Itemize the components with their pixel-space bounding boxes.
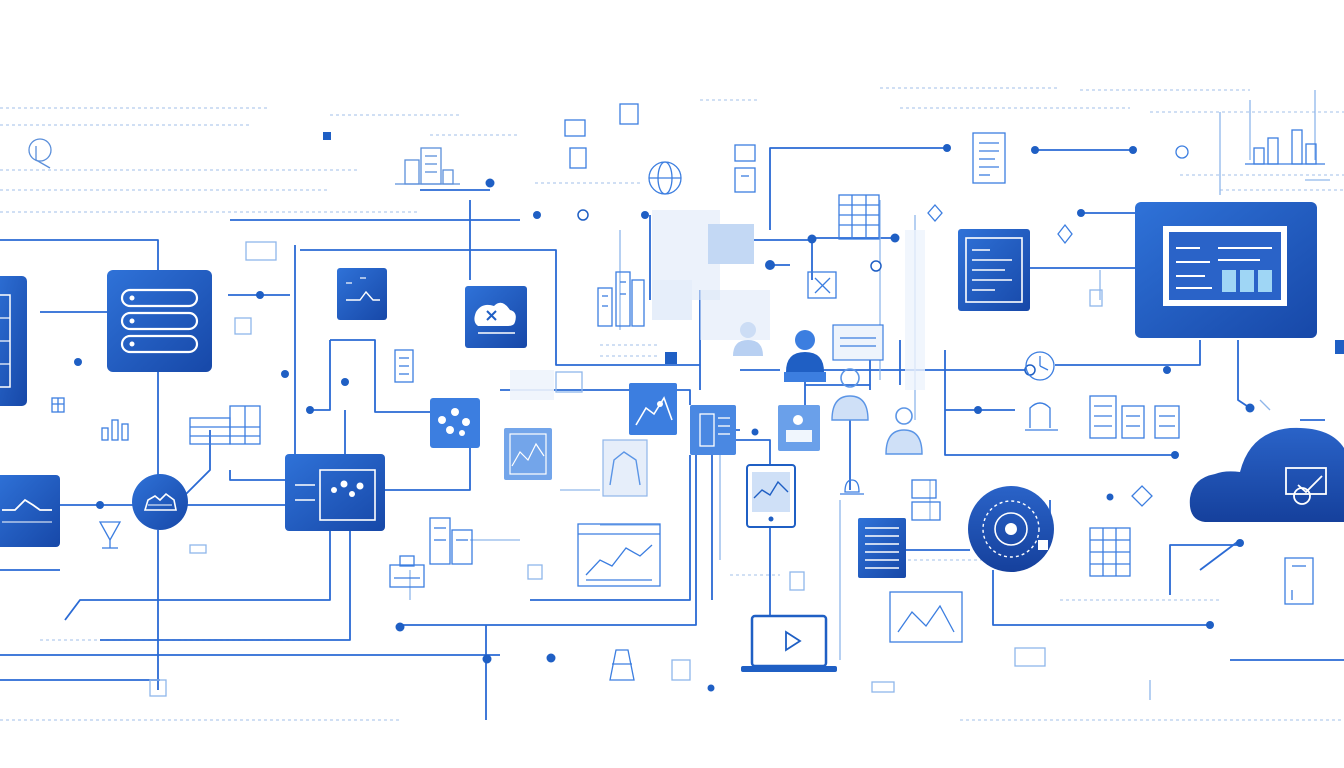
document-tile-icon[interactable] xyxy=(690,405,736,455)
spreadsheet-icon xyxy=(189,405,261,445)
settings-dial-icon[interactable] xyxy=(968,486,1054,572)
database-server-icon[interactable] xyxy=(107,270,212,372)
document-report-icon[interactable] xyxy=(958,229,1030,311)
user-outline-icon xyxy=(831,368,869,421)
grid-panel-icon[interactable] xyxy=(0,276,27,406)
archive-icon xyxy=(1025,402,1058,431)
bar-chart-icon xyxy=(1245,129,1325,165)
document-stack-icon xyxy=(1089,395,1180,439)
diamond-icon xyxy=(927,204,1153,507)
spreadsheet-grid-icon xyxy=(429,517,473,565)
tools-icon xyxy=(807,271,837,299)
outline-icons xyxy=(28,103,1325,697)
presentation-board-icon xyxy=(889,591,963,643)
chart-grid-tile-icon[interactable] xyxy=(504,428,552,480)
connector-lines xyxy=(0,147,1344,720)
small-pin-icon xyxy=(51,397,65,413)
lamp-icon xyxy=(98,521,122,549)
map-tile-icon[interactable] xyxy=(629,383,677,435)
gear-icon xyxy=(1175,145,1189,159)
tablet-chart-icon[interactable] xyxy=(746,464,796,528)
gauge-clock-icon xyxy=(1025,351,1055,381)
cloud-network-icon[interactable] xyxy=(1189,427,1344,522)
connector-dots xyxy=(74,144,1255,692)
user-small-icon xyxy=(885,407,923,455)
server-rack-icon[interactable] xyxy=(858,518,906,578)
connect-small-icon xyxy=(564,103,639,169)
calendar-grid-icon xyxy=(838,194,880,240)
profile-card-icon[interactable] xyxy=(778,405,820,451)
analytics-chart-panel-icon[interactable] xyxy=(285,454,385,531)
gauge-meter-icon xyxy=(609,649,635,681)
ticket-machine-icon xyxy=(389,555,425,588)
touch-gesture-icon xyxy=(28,138,52,169)
mountain-chart-icon[interactable] xyxy=(0,475,60,547)
small-bar-icon xyxy=(101,419,129,441)
main-dashboard-monitor-icon[interactable] xyxy=(1135,202,1317,338)
translucent-panels xyxy=(510,210,925,497)
form-document-icon xyxy=(972,132,1006,184)
bell-icon xyxy=(840,479,864,495)
cloud-alert-icon[interactable] xyxy=(465,286,527,348)
molecule-tile-icon[interactable] xyxy=(430,398,480,448)
small-squares xyxy=(323,132,1344,364)
data-table-icon xyxy=(1089,527,1131,577)
robot-icon xyxy=(734,144,756,193)
city-buildings-icon xyxy=(395,147,460,185)
small-panel-icon xyxy=(149,241,1103,697)
hollow-dots xyxy=(577,209,1036,376)
line-chart-window-icon xyxy=(577,523,661,587)
user-avatar-icon[interactable] xyxy=(784,330,826,382)
chart-tile-icon[interactable] xyxy=(337,268,387,320)
door-panel-icon xyxy=(1284,557,1314,605)
network-cloud-hub-icon[interactable] xyxy=(132,474,188,530)
globe-icon xyxy=(648,161,682,195)
tower-chart-icon xyxy=(597,271,645,327)
laptop-play-icon[interactable] xyxy=(741,614,837,672)
small-cards-icon xyxy=(911,479,941,521)
note-document-icon xyxy=(394,349,414,383)
